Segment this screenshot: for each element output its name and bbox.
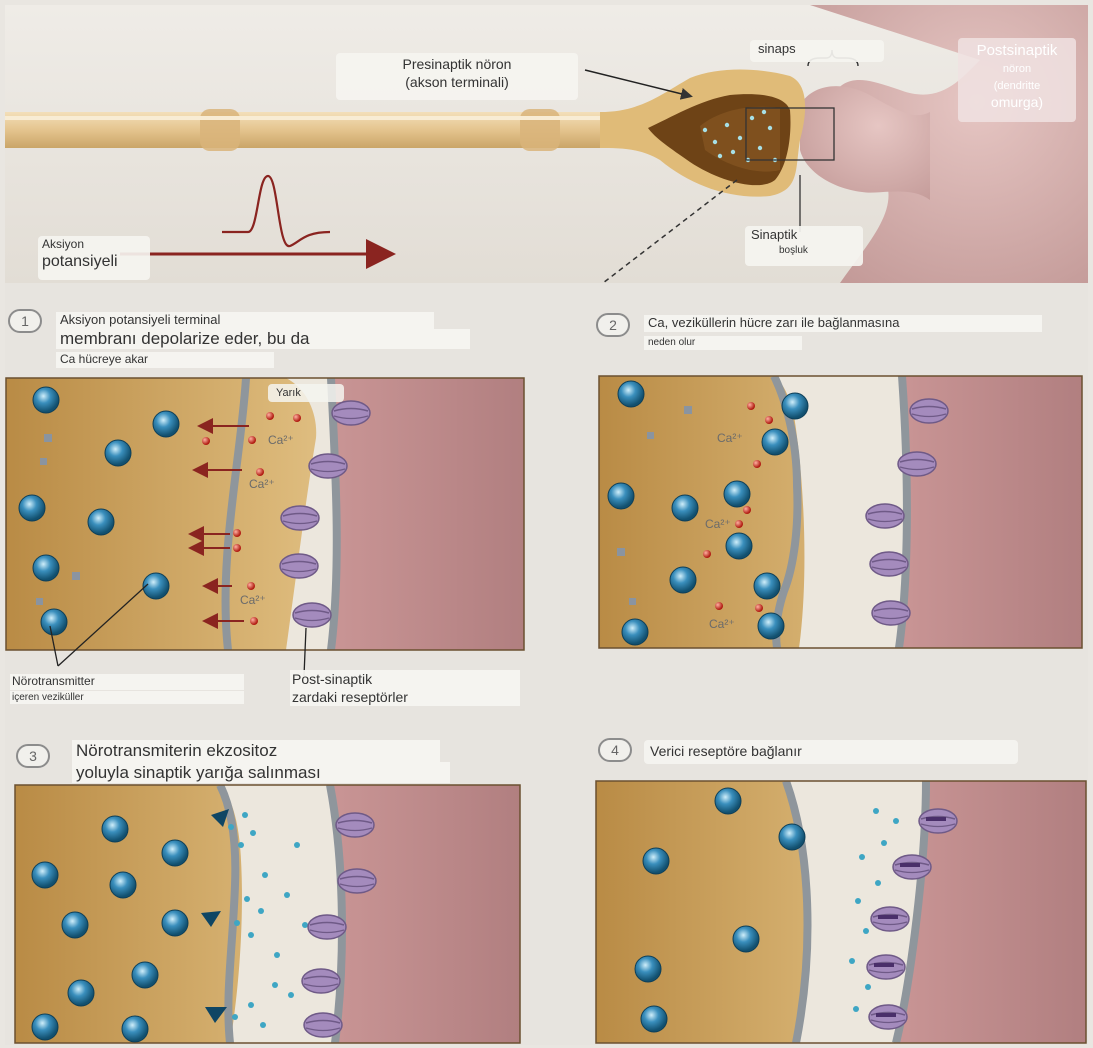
ca-label: Ca²⁺ <box>717 431 743 445</box>
ca-label: Ca²⁺ <box>249 477 275 491</box>
step-2-caption: Ca, veziküllerin hücre zarı ile bağlanma… <box>644 314 1042 352</box>
step-3-caption: Nörotransmiterin ekzositoz yoluyla sinap… <box>72 740 442 790</box>
step-1-caption: Aksiyon potansiyeli terminal membranı de… <box>56 311 474 373</box>
cleft-short-label: Yarık <box>268 384 344 402</box>
action-potential-label: Aksiyon potansiyeli <box>38 236 150 280</box>
receptors-label: Post-sinaptik zardaki reseptörler <box>286 670 530 710</box>
synaptic-cleft-label: Sinaptik boşluk <box>745 226 863 266</box>
ca-label: Ca²⁺ <box>705 517 731 531</box>
vesicles-label: Nörotransmitter içeren veziküller <box>6 674 246 710</box>
synapse-label: sinaps <box>750 40 884 62</box>
ca-label: Ca²⁺ <box>240 593 266 607</box>
step-2-badge: 2 <box>596 313 630 337</box>
ca-label: Ca²⁺ <box>268 433 294 447</box>
step-3-badge: 3 <box>16 744 50 768</box>
postsynaptic-neuron-label: Postsinaptik nöron (dendritte omurga) <box>958 38 1076 122</box>
step-1-badge: 1 <box>8 309 42 333</box>
step-4-badge: 4 <box>598 738 632 762</box>
presynaptic-neuron-label: Presinaptik nöron (akson terminali) <box>336 53 578 100</box>
step-4-caption: Verici reseptöre bağlanır <box>644 740 1018 764</box>
ca-label: Ca²⁺ <box>709 617 735 631</box>
